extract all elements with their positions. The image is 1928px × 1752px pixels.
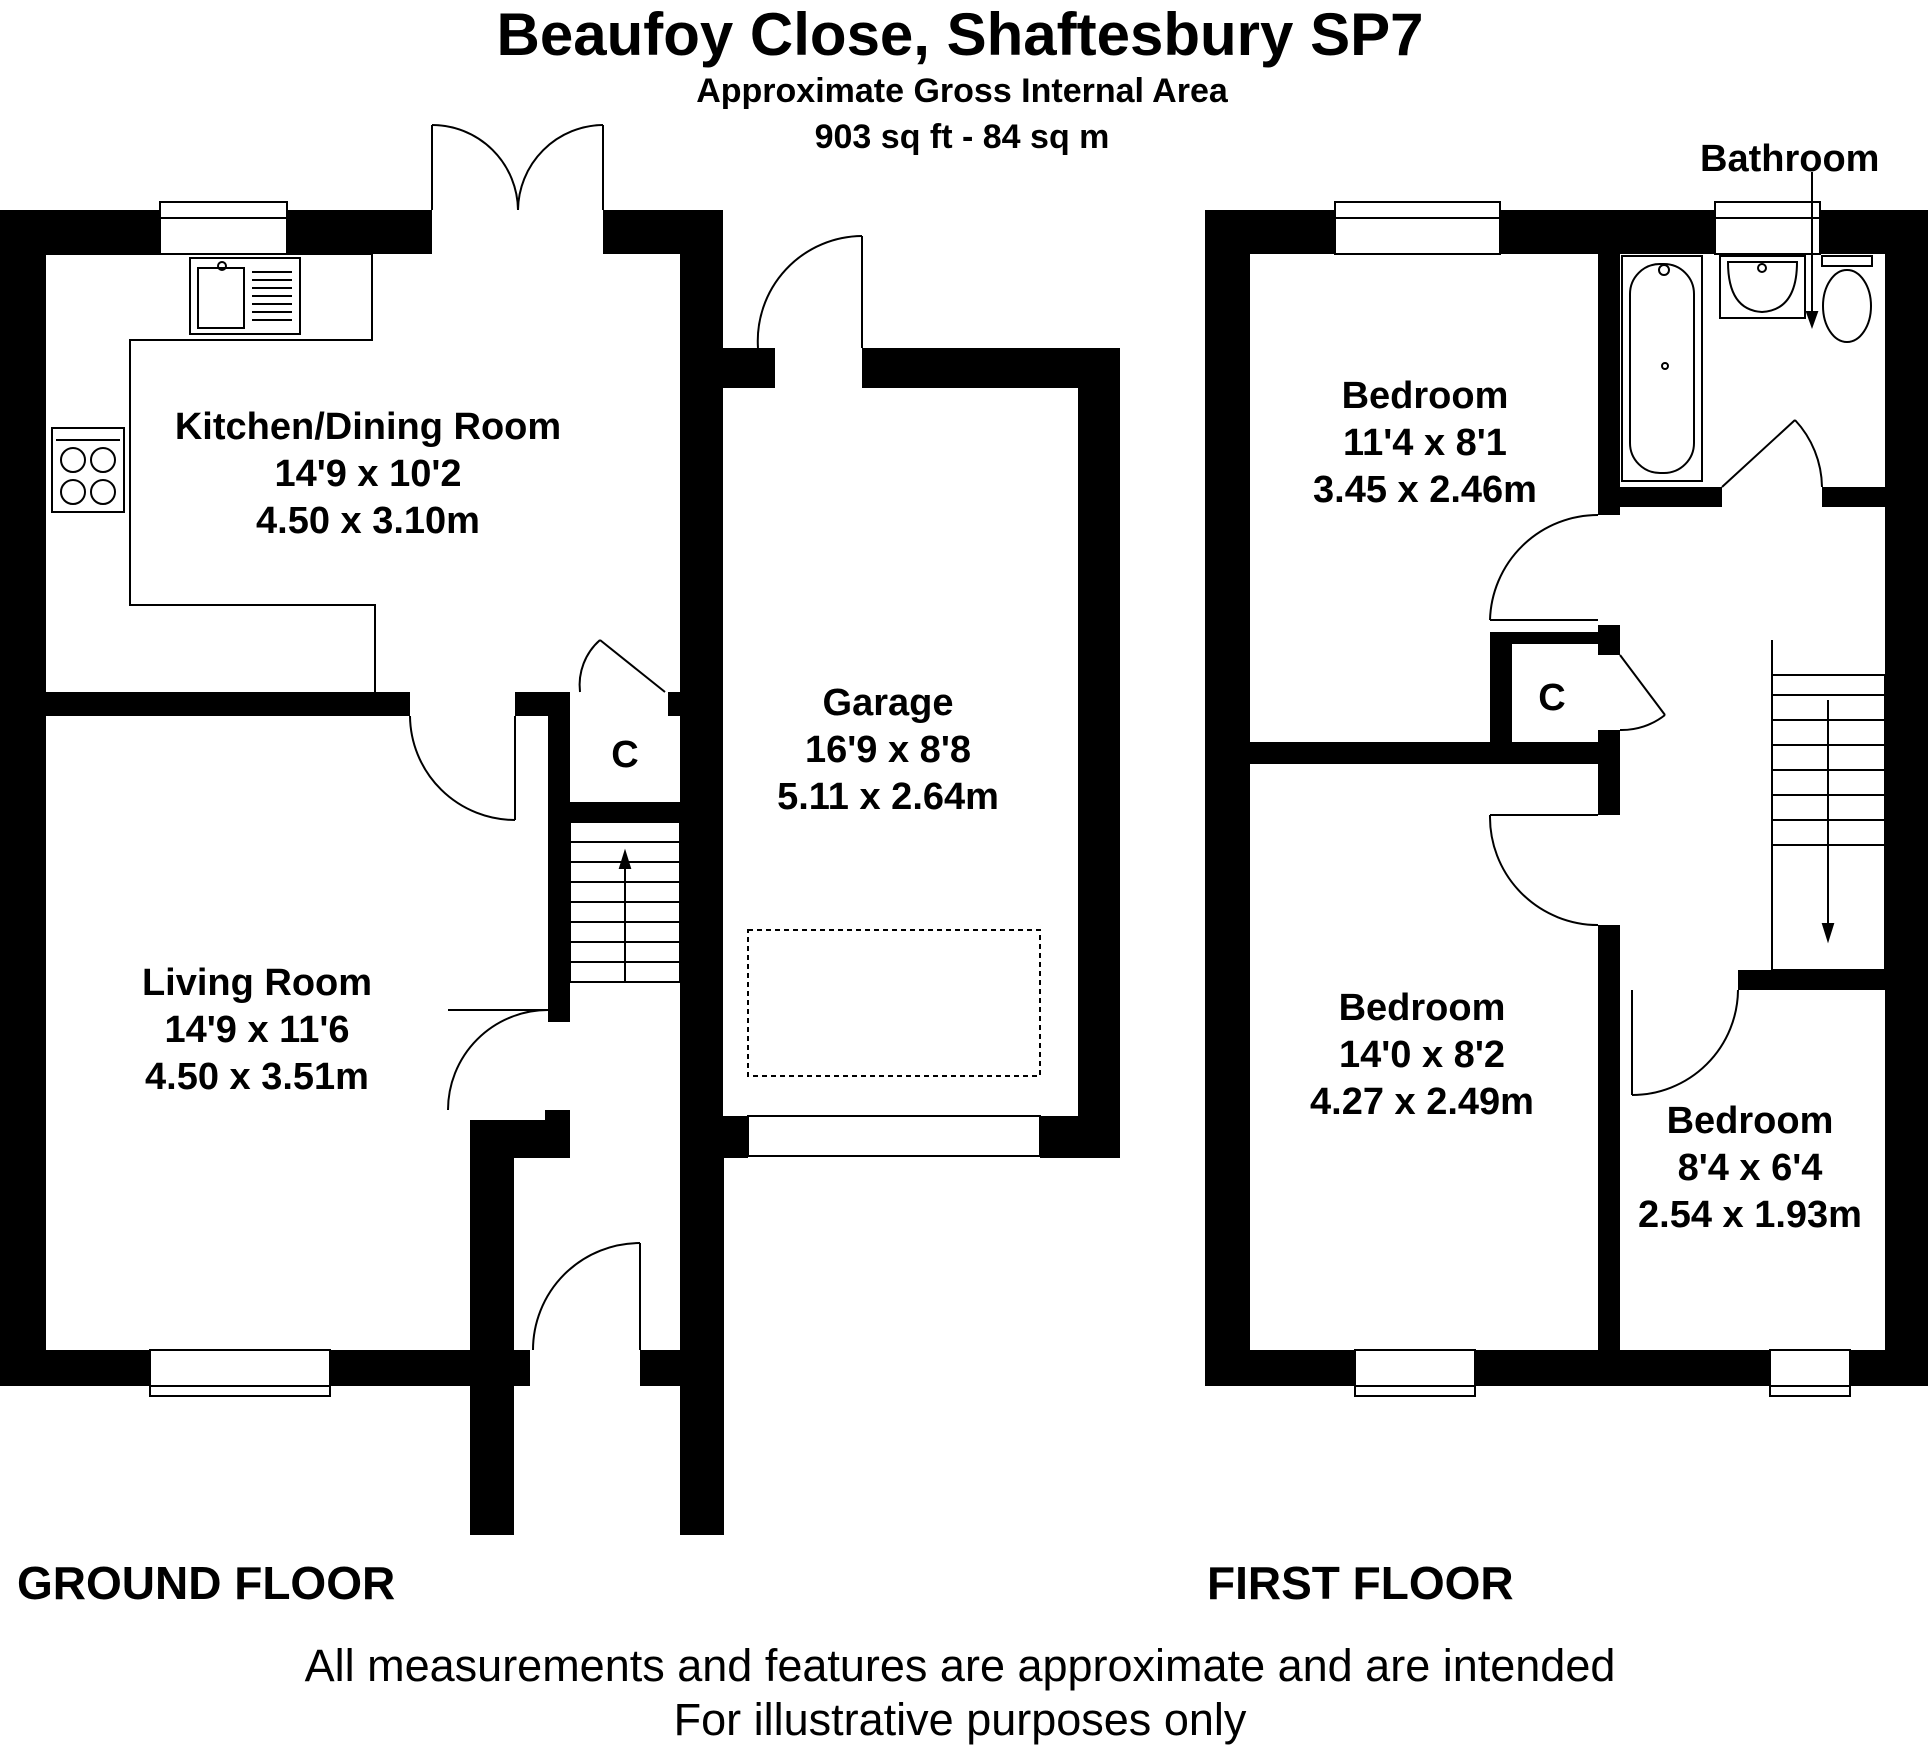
ground-floor-label: GROUND FLOOR (17, 1557, 396, 1609)
area-value: 903 sq ft - 84 sq m (814, 118, 1110, 156)
garage-room-label: Garage 16'9 x 8'8 5.11 x 2.64m (777, 680, 999, 821)
page-title: Beaufoy Close, Shaftesbury SP7 (496, 1, 1424, 68)
room-name: Garage (822, 682, 954, 724)
room-imperial: 14'0 x 8'2 (1339, 1034, 1505, 1076)
stairs-icon (569, 821, 681, 983)
toilet-icon (1821, 255, 1873, 343)
ground-floor-windows (149, 201, 1041, 1397)
living-room-label: Living Room 14'9 x 11'6 4.50 x 3.51m (142, 960, 372, 1101)
cupboard-label: C (611, 734, 639, 776)
first-floor-walls (1205, 210, 1928, 1386)
room-name: Kitchen/Dining Room (174, 406, 562, 448)
disclaimer-line1: All measurements and features are approx… (304, 1640, 1616, 1691)
basin-icon (1719, 255, 1806, 319)
garage-parking-outline (747, 929, 1041, 1077)
room-imperial: 16'9 x 8'8 (804, 729, 971, 771)
room-imperial: 8'4 x 6'4 (1677, 1147, 1823, 1189)
room-name: Bedroom (1341, 375, 1509, 417)
room-metric: 4.50 x 3.51m (145, 1056, 369, 1098)
room-metric: 2.54 x 1.93m (1638, 1194, 1862, 1236)
bedroom2-label: Bedroom 14'0 x 8'2 4.27 x 2.49m (1310, 985, 1534, 1126)
room-imperial: 14'9 x 11'6 (164, 1009, 350, 1051)
ground-floor-walls (0, 210, 1120, 1535)
room-name: Living Room (141, 962, 373, 1004)
ground-floor-fixtures (46, 253, 1041, 1077)
room-metric: 5.11 x 2.64m (777, 776, 999, 818)
room-metric: 4.50 x 3.10m (256, 500, 480, 542)
bedroom3-label: Bedroom 8'4 x 6'4 2.54 x 1.93m (1638, 1098, 1862, 1239)
bath-icon (1621, 255, 1703, 482)
hob-icon (51, 427, 125, 513)
cupboard-label-first: C (1538, 677, 1566, 719)
disclaimer-line2: For illustrative purposes only (673, 1694, 1247, 1745)
room-metric: 4.27 x 2.49m (1310, 1081, 1534, 1123)
stairs-icon-first (1771, 640, 1886, 971)
first-floor-doors (1488, 419, 1823, 1096)
room-imperial: 11'4 x 8'1 (1343, 422, 1507, 464)
area-subtitle: Approximate Gross Internal Area (696, 72, 1228, 110)
sink-icon (189, 257, 301, 335)
first-floor-label: FIRST FLOOR (1207, 1557, 1514, 1609)
room-imperial: 14'9 x 10'2 (274, 453, 462, 495)
first-floor-fixtures (1621, 172, 1886, 971)
first-floor-windows (1334, 201, 1851, 1397)
room-name: Bedroom (1666, 1100, 1834, 1142)
room-metric: 3.45 x 2.46m (1313, 469, 1537, 511)
bedroom1-label: Bedroom 11'4 x 8'1 3.45 x 2.46m (1313, 373, 1537, 514)
room-name: Bedroom (1338, 987, 1506, 1029)
bathroom-label: Bathroom (1700, 138, 1880, 180)
ground-floor-doors (409, 124, 863, 1351)
kitchen-room-label: Kitchen/Dining Room 14'9 x 10'2 4.50 x 3… (175, 404, 561, 545)
